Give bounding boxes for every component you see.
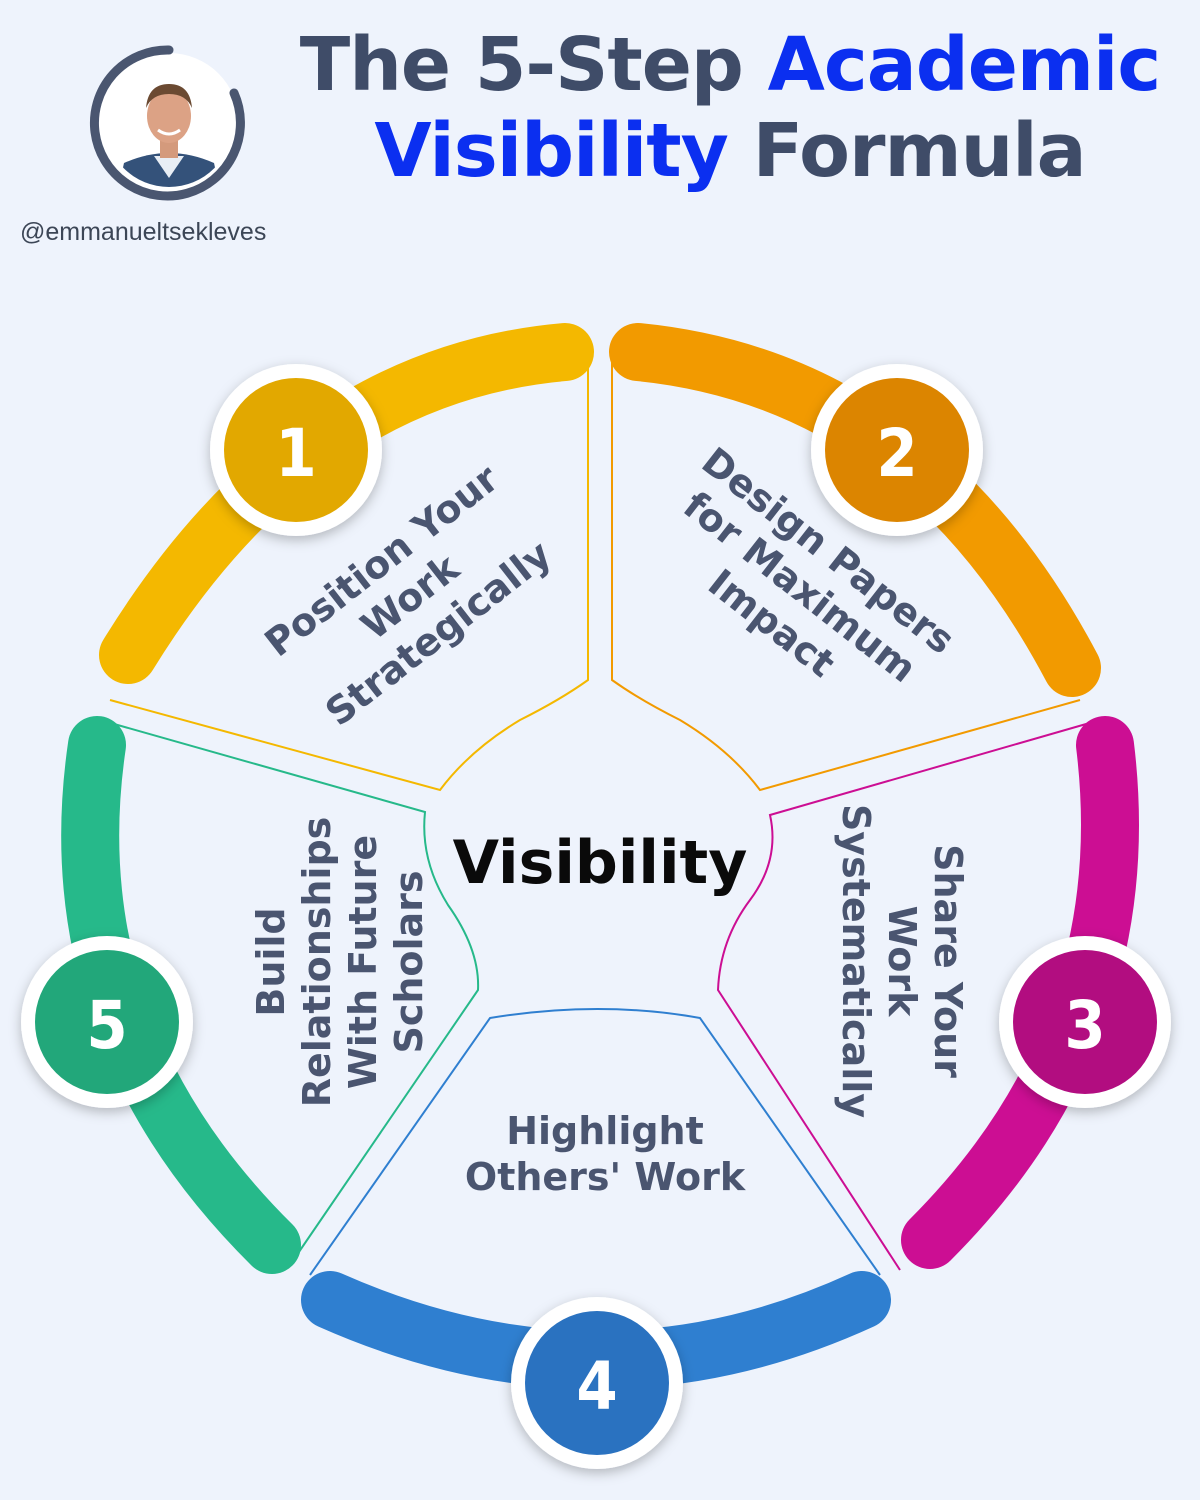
author-handle: @emmanueltsekleves xyxy=(20,218,267,246)
label-line: Others' Work xyxy=(464,1155,746,1199)
badge-step-4 xyxy=(511,1297,683,1469)
segment-2-outline xyxy=(611,352,1081,792)
step-3-label: Share Your Work Systematically xyxy=(833,791,971,1131)
page-title: The 5-Step Academic Visibility Formula xyxy=(270,22,1190,194)
title-text: The 5-Step xyxy=(299,22,768,108)
label-line: Relationships xyxy=(295,816,339,1108)
step-number: 4 xyxy=(576,1348,617,1425)
step-number: 1 xyxy=(275,415,316,492)
title-highlight: Visibility xyxy=(374,108,728,194)
segment-3-outline xyxy=(716,719,1101,1271)
center-label: Visibility xyxy=(452,828,748,898)
step-number: 3 xyxy=(1064,987,1105,1064)
segment-4-outline xyxy=(309,1008,881,1276)
label-line: Highlight xyxy=(506,1109,704,1153)
segment-1-outline xyxy=(109,351,589,792)
badge-step-2 xyxy=(811,364,983,536)
label-line: Work xyxy=(880,905,924,1017)
label-line: Systematically xyxy=(834,803,878,1119)
badge-step-3 xyxy=(999,936,1171,1108)
label-line: Build xyxy=(249,907,293,1017)
step-5-label: Build Relationships With Future Scholars xyxy=(248,772,432,1152)
segment-5-outline xyxy=(99,719,480,1266)
step-number: 2 xyxy=(876,415,917,492)
step-4-label: Highlight Others' Work xyxy=(440,1108,770,1200)
title-highlight: Academic xyxy=(767,22,1162,108)
badge-step-5 xyxy=(21,936,193,1108)
label-line: With Future xyxy=(341,834,385,1090)
avatar-photo xyxy=(89,45,245,201)
step-number: 5 xyxy=(86,987,127,1064)
title-text: Formula xyxy=(727,108,1087,194)
avatar xyxy=(84,38,254,208)
label-line: Scholars xyxy=(387,870,431,1054)
badge-step-1 xyxy=(210,364,382,536)
label-line: Share Your xyxy=(926,844,970,1078)
